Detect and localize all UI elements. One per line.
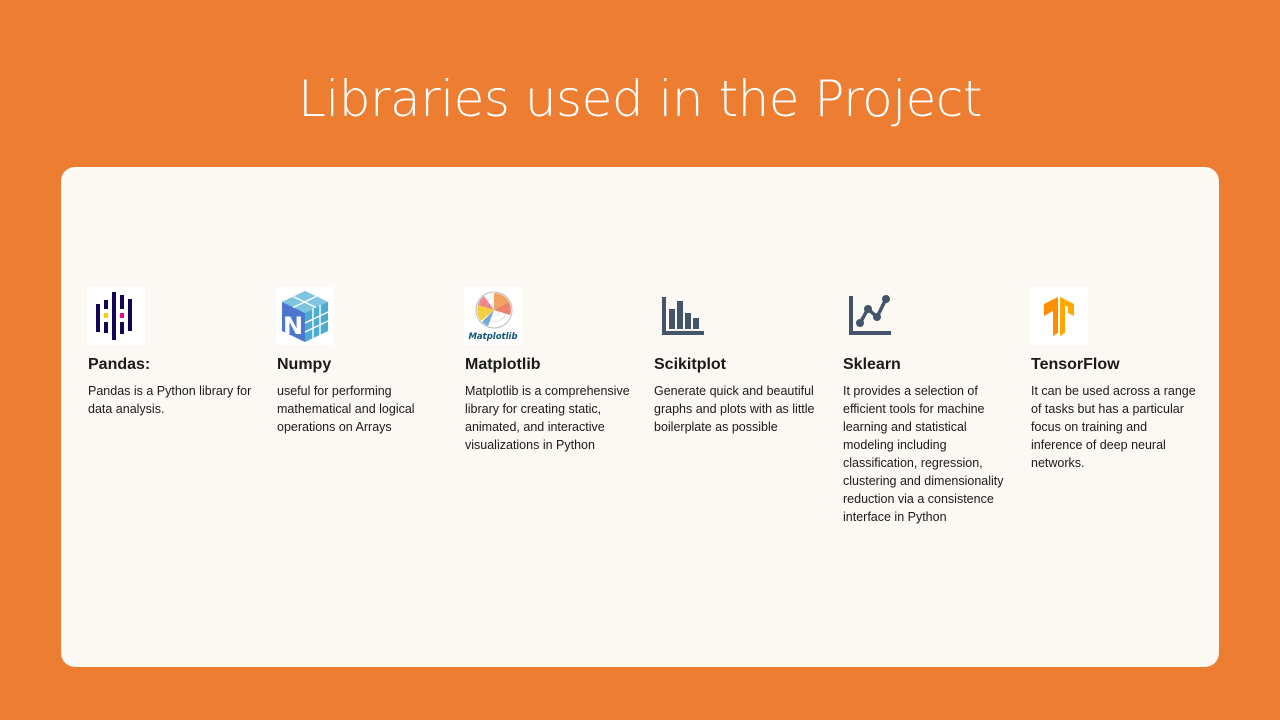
- library-card-sklearn: Sklearn It provides a selection of effic…: [843, 287, 1011, 526]
- library-card-pandas: Pandas: Pandas is a Python library for d…: [87, 287, 256, 418]
- library-card-tensorflow: TensorFlow It can be used across a range…: [1030, 287, 1199, 472]
- slide-title: Libraries used in the Project: [298, 70, 982, 128]
- line-chart-icon: [849, 295, 891, 335]
- library-description: It provides a selection of efficient too…: [843, 384, 1004, 524]
- svg-text:Matplotlib: Matplotlib: [468, 332, 517, 342]
- library-name: Scikitplot: [654, 356, 727, 373]
- numpy-logo-icon: N: [276, 287, 334, 345]
- library-description: It can be used across a range of tasks b…: [1031, 384, 1196, 470]
- content-panel: Pandas: Pandas is a Python library for d…: [61, 167, 1219, 667]
- svg-text:N: N: [283, 312, 303, 340]
- bar-chart-icon: [662, 297, 704, 335]
- tensorflow-logo-icon: [1030, 287, 1088, 345]
- library-description: Generate quick and beautiful graphs and …: [654, 384, 815, 434]
- library-name: Pandas:: [88, 356, 151, 373]
- library-card-numpy: N Numpy useful for performing mathematic…: [276, 287, 445, 436]
- library-name: Sklearn: [843, 356, 901, 373]
- library-description: Matplotlib is a comprehensive library fo…: [465, 384, 630, 452]
- library-name: Numpy: [277, 356, 332, 373]
- library-name: Matplotlib: [465, 356, 541, 373]
- pandas-logo-icon: [87, 287, 145, 345]
- matplotlib-logo-icon: Matplotlib: [464, 287, 522, 345]
- library-card-matplotlib: Matplotlib Matplotlib Matplotlib is a co…: [464, 287, 633, 454]
- library-card-scikitplot: Scikitplot Generate quick and beautiful …: [654, 287, 822, 436]
- library-name: TensorFlow: [1031, 356, 1120, 373]
- library-description: Pandas is a Python library for data anal…: [88, 384, 252, 416]
- library-description: useful for performing mathematical and l…: [277, 384, 415, 434]
